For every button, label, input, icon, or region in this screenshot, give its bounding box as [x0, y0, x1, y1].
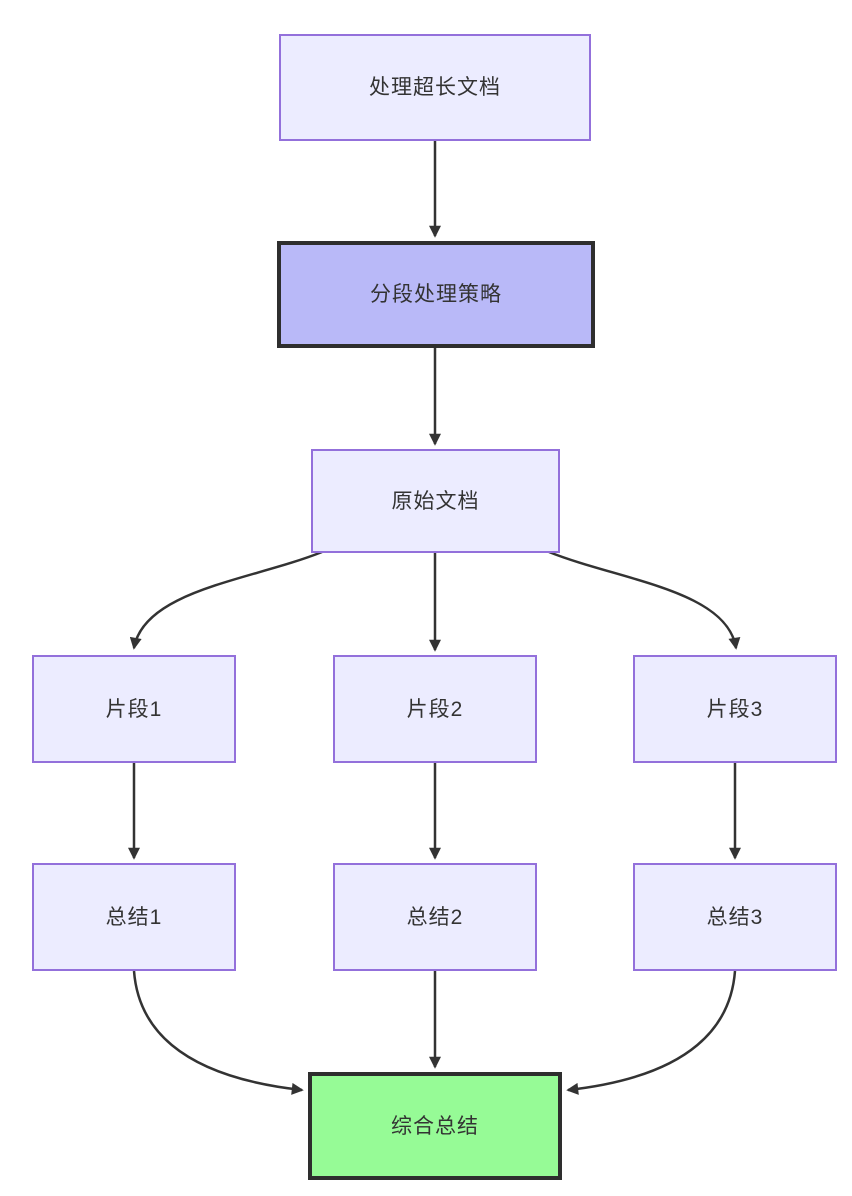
node-label: 综合总结 [391, 1114, 479, 1138]
node-label: 原始文档 [391, 489, 480, 513]
node-fragment-2: 片段2 [333, 655, 537, 763]
node-summary-1: 总结1 [32, 863, 236, 971]
node-label: 总结1 [105, 905, 163, 929]
node-fragment-1: 片段1 [32, 655, 236, 763]
node-segment-strategy: 分段处理策略 [277, 241, 595, 348]
edge-i-j [566, 970, 737, 1095]
node-label: 分段处理策略 [370, 283, 502, 306]
edge-c-d [129, 550, 323, 650]
node-combined-summary: 综合总结 [308, 1072, 562, 1180]
edge-c-f [548, 550, 741, 650]
node-summary-2: 总结2 [333, 863, 537, 971]
node-label: 片段2 [406, 697, 464, 721]
node-process-long-doc: 处理超长文档 [279, 34, 591, 141]
node-summary-3: 总结3 [633, 863, 837, 971]
node-label: 总结2 [406, 905, 464, 929]
node-original-doc: 原始文档 [311, 449, 560, 553]
node-fragment-3: 片段3 [633, 655, 837, 763]
node-label: 处理超长文档 [369, 76, 501, 99]
edge-g-j [132, 970, 304, 1095]
node-label: 片段3 [706, 697, 764, 721]
node-label: 片段1 [105, 697, 163, 721]
node-label: 总结3 [706, 905, 764, 929]
